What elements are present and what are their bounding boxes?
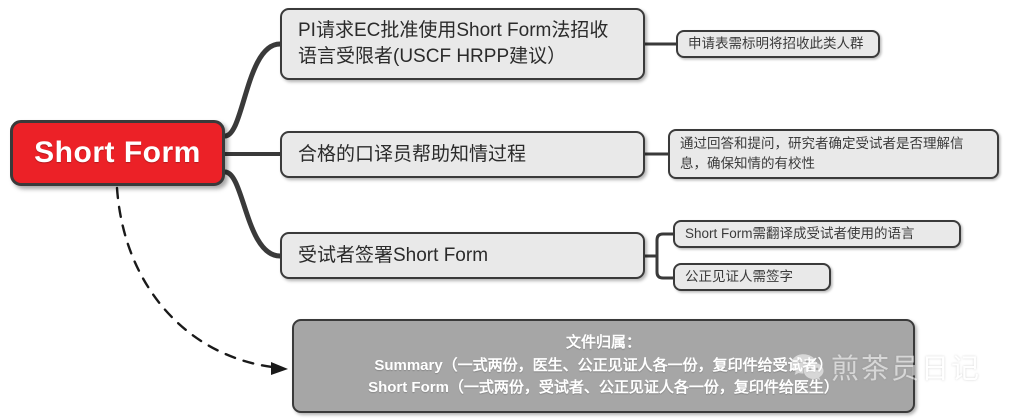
- document-ownership-line-summary: Summary（一式两份，医生、公正见证人各一份，复印件给受试者）: [374, 356, 833, 374]
- connector-sign-bracket: [655, 232, 675, 280]
- branch-node-pi-request[interactable]: PI请求EC批准使用Short Form法招收语言受限者(USCF HRPP建议…: [280, 8, 645, 80]
- root-node-short-form[interactable]: Short Form: [10, 120, 225, 186]
- branch-node-interpreter-label: 合格的口译员帮助知情过程: [298, 143, 527, 165]
- connector-root-to-pi: [222, 41, 283, 139]
- document-ownership-box[interactable]: 文件归属： Summary（一式两份，医生、公正见证人各一份，复印件给受试者） …: [292, 319, 915, 413]
- leaf-node-translation-note[interactable]: Short Form需翻译成受试者使用的语言: [673, 220, 961, 248]
- dashed-connector-root-to-summary: [115, 186, 283, 370]
- document-ownership-line-short-form: Short Form（一式两份，受试者、公正见证人各一份，复印件给医生）: [368, 379, 839, 397]
- root-node-label: Short Form: [34, 136, 201, 169]
- connector-root-to-sign: [222, 169, 283, 259]
- document-ownership-title: 文件归属：: [565, 334, 641, 352]
- leaf-node-translation-note-label: Short Form需翻译成受试者使用的语言: [685, 226, 915, 242]
- leaf-node-comprehension-check-note[interactable]: 通过回答和提问，研究者确定受试者是否理解信息，确保知情的有校性: [668, 129, 999, 179]
- branch-node-pi-request-label: PI请求EC批准使用Short Form法招收语言受限者(USCF HRPP建议…: [298, 20, 609, 67]
- leaf-node-application-form-note-label: 申请表需标明将招收此类人群: [688, 36, 864, 52]
- leaf-node-application-form-note[interactable]: 申请表需标明将招收此类人群: [676, 30, 880, 58]
- dashed-arrowhead: [271, 362, 288, 375]
- leaf-node-witness-signature-note-label: 公正见证人需签字: [685, 269, 793, 285]
- branch-node-subject-signs-label: 受试者签署Short Form: [298, 244, 489, 266]
- leaf-node-comprehension-check-note-label: 通过回答和提问，研究者确定受试者是否理解信息，确保知情的有校性: [680, 136, 964, 171]
- leaf-node-witness-signature-note[interactable]: 公正见证人需签字: [673, 263, 831, 291]
- branch-node-subject-signs[interactable]: 受试者签署Short Form: [280, 232, 645, 279]
- branch-node-interpreter[interactable]: 合格的口译员帮助知情过程: [280, 131, 645, 178]
